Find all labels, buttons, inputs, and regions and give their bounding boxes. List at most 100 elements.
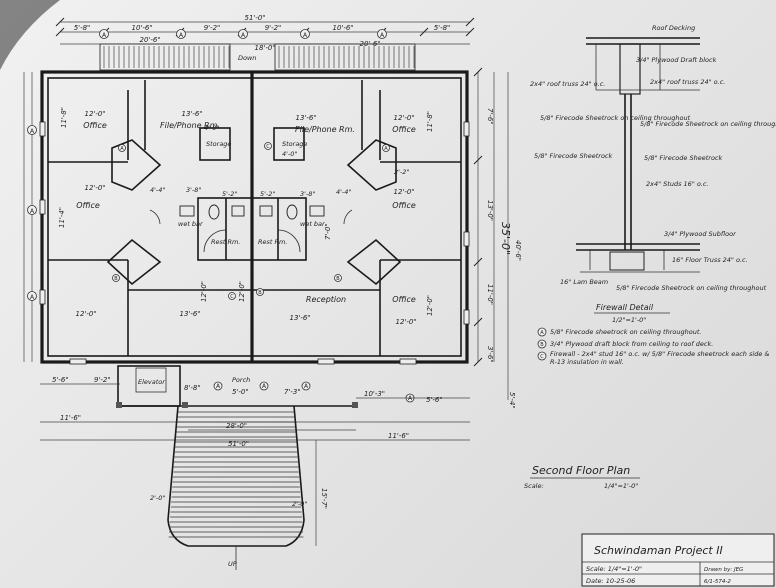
- top-balcony-railing: Down: [99, 43, 416, 71]
- marker: B: [114, 276, 118, 282]
- dim: 13'-6": [179, 310, 200, 318]
- marker: A: [120, 146, 124, 152]
- label-down: Down: [238, 54, 256, 62]
- main-stair: 15'-7" 2'-0" 2'-0" UP: [150, 405, 328, 570]
- grid-label: A: [30, 294, 35, 301]
- notes: A 5/8" Firecode sheetrock on ceiling thr…: [537, 327, 770, 366]
- grid-label: A: [102, 32, 107, 39]
- dim: 15'-7": [320, 488, 328, 509]
- project-name: Schwindaman Project II: [594, 544, 723, 557]
- plan-title-text: Second Floor Plan: [532, 464, 630, 477]
- note-text: Firewall - 2x4" stud 16" o.c. w/ 5/8" Fi…: [550, 350, 770, 366]
- photo-shadow: [0, 0, 60, 70]
- room-file-phone-e: File/Phone Rm.: [295, 125, 355, 134]
- title-block: Schwindaman Project II Scale: 1/4"=1'-0"…: [581, 533, 775, 587]
- section-markers: A A C B B B C: [112, 142, 390, 300]
- grid-bubble: [238, 29, 248, 39]
- fw-firecode-ceiling-b: 5/8" Firecode Sheetrock on ceiling throu…: [616, 284, 767, 292]
- dim: 12'-0": [238, 281, 246, 302]
- dim: 11'-8": [60, 107, 68, 128]
- dim: 40'-6": [514, 240, 522, 261]
- dim: 11'-0": [486, 284, 494, 305]
- dim: 12'-0": [395, 318, 416, 326]
- plan-scale-value: 1/4"=1'-0": [604, 482, 638, 490]
- dim: 3'-6": [486, 346, 494, 363]
- room-storage-w: Storage: [206, 140, 231, 148]
- fw-roof-decking: Roof Decking: [652, 24, 695, 32]
- dim-top-3: 9'-2": [204, 24, 221, 32]
- fw-title: Firewall Detail: [596, 303, 654, 312]
- side-dimensions: A A A 7'-6" 13'-0" 11'-0" 3'-6" 35'-0" 4…: [23, 67, 522, 409]
- dim: 9'-2": [94, 376, 111, 384]
- dim: 12'-0": [426, 295, 434, 316]
- note-key: C: [540, 354, 544, 360]
- windows: [39, 121, 470, 365]
- dim: 5'-6": [52, 376, 69, 384]
- note-text: 3/4" Plywood draft block from ceiling to…: [550, 340, 713, 348]
- plan-title: Second Floor Plan Scale: 1/4"=1'-0": [524, 464, 640, 490]
- dim-top-left: 20'-6": [139, 36, 160, 44]
- dim: 11'-6": [388, 432, 409, 440]
- dim: 13'-0": [486, 200, 494, 221]
- dim-top-5: 10'-6": [332, 24, 353, 32]
- interior-dimensions: 12'-0" 13'-6" 13'-6" 12'-0" 12'-0" 12'-0…: [58, 107, 434, 326]
- fw-studs: 2x4" Studs 16" o.c.: [646, 180, 709, 188]
- room-office-e: Office: [392, 201, 416, 210]
- room-office-ne: Office: [392, 125, 416, 134]
- note-text: 5/8" Firecode sheetrock on ceiling throu…: [550, 328, 701, 336]
- grid-bubble: [176, 29, 186, 39]
- dim: 11'-8": [426, 111, 434, 132]
- grid-label: A: [241, 32, 246, 39]
- note-key: B: [540, 342, 544, 348]
- dim: 7'-0": [324, 223, 332, 240]
- door-swings: [149, 209, 353, 253]
- dim: 12'-0": [84, 184, 105, 192]
- marker: B: [258, 290, 262, 296]
- dim: 5'-2": [260, 190, 275, 198]
- dim: 5'-4": [508, 392, 516, 409]
- dim: 4'-0": [282, 150, 297, 158]
- dim: 4'-0": [204, 124, 219, 132]
- marker: A: [384, 146, 388, 152]
- dim: 11'-4": [58, 207, 66, 228]
- dim: 28'-0": [226, 422, 247, 430]
- dim: 12'-0": [200, 281, 208, 302]
- fw-floor-truss: 16" Floor Truss 24" o.c.: [672, 256, 748, 264]
- dim: 13'-6": [289, 314, 310, 322]
- grid-label: A: [304, 383, 309, 390]
- dim: 7'-3": [284, 388, 301, 396]
- title-scale: Scale: 1/4"=1'-0": [586, 565, 642, 573]
- room-wet-bar-e: wet bar: [300, 220, 326, 228]
- grid-bubble: [300, 29, 310, 39]
- dim: 11'-6": [60, 414, 81, 422]
- dim: 5'-0": [232, 388, 249, 396]
- dim: 4'-4": [150, 186, 165, 194]
- marker: C: [266, 144, 270, 150]
- room-rest-e: Rest Rm.: [258, 238, 287, 246]
- fw-firecode-sheetrock-r: 5/8" Firecode Sheetrock: [644, 154, 722, 162]
- room-porch: Porch: [232, 376, 250, 384]
- fw-scale: 1/2"=1'-0": [612, 316, 646, 324]
- dim-top-overall: 51'-0": [244, 14, 265, 22]
- fw-roof-truss-r: 2x4" roof truss 24" o.c.: [650, 78, 725, 86]
- restroom-fixtures: [179, 204, 325, 220]
- grid-label: A: [30, 128, 35, 135]
- title-drawn-by: Drawn by: JEG: [704, 567, 743, 573]
- dim: 2'-0": [292, 500, 307, 508]
- dim: 5'-6": [426, 396, 443, 404]
- grid-label: A: [408, 395, 413, 402]
- dim: 10'-3": [364, 390, 385, 398]
- room-office-se: Office: [392, 295, 416, 304]
- room-rest-w: Rest Rm.: [211, 238, 240, 246]
- fw-lam-beam: 16" Lam Beam: [560, 278, 608, 286]
- dim: 8'-8": [184, 384, 201, 392]
- dim-top-4: 9'-2": [265, 24, 282, 32]
- note-key: A: [540, 330, 544, 336]
- room-office-nw: Office: [83, 121, 107, 130]
- firewall-detail: Roof Decking 3/4" Plywood Draft block 2x…: [530, 24, 776, 324]
- plan-scale-label: Scale:: [524, 482, 544, 490]
- building-walls: [39, 70, 470, 365]
- dim: 12'-0": [393, 188, 414, 196]
